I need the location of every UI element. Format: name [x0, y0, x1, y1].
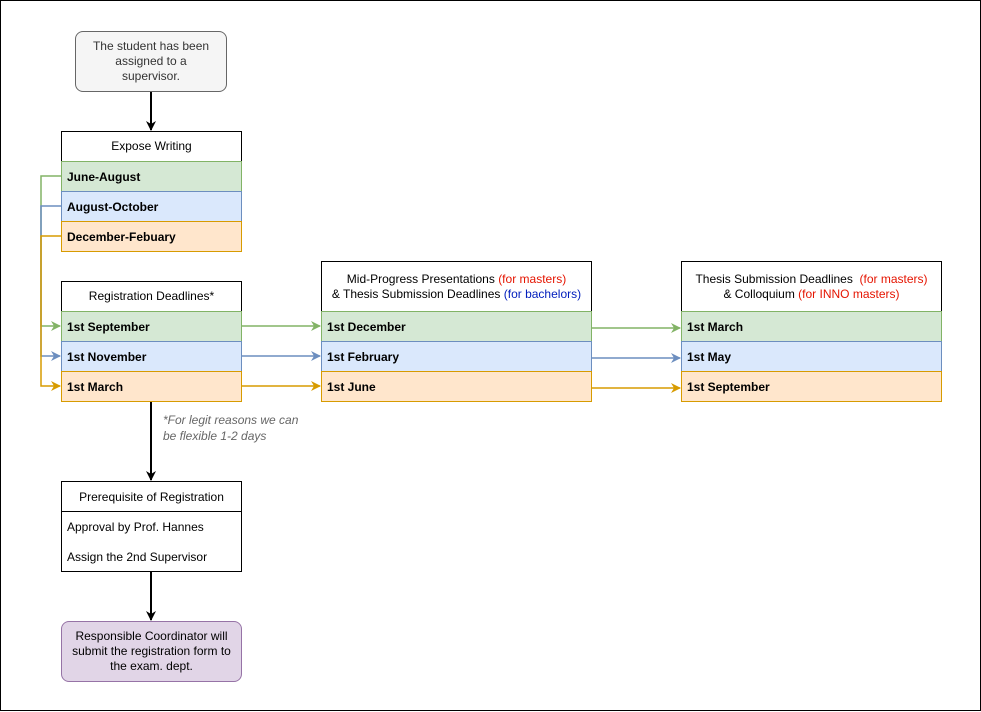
registration-row-march: 1st March — [61, 371, 242, 402]
midprogress-title-highlight: (for masters) — [498, 271, 567, 286]
start-node-text: The student has been assigned to a super… — [92, 39, 210, 83]
prereq-item-label: Approval by Prof. Hannes — [67, 520, 204, 534]
flexibility-note-line2: be flexible 1-2 days — [163, 429, 267, 443]
thesis-row-label: 1st May — [687, 349, 732, 364]
midprogress-title-line2: & Thesis Submission Deadlines (for bache… — [332, 287, 581, 302]
thesis-header: Thesis Submission Deadlines (for masters… — [681, 261, 942, 312]
expose-writing-title: Expose Writing — [111, 139, 192, 153]
start-node: The student has been assigned to a super… — [75, 31, 227, 92]
midprogress-row-label: 1st February — [327, 349, 400, 364]
midprogress-title2-highlight: (for bachelors) — [503, 286, 582, 301]
midprogress-row-june: 1st June — [321, 371, 592, 402]
thesis-title2-prefix: & Colloquium — [723, 286, 799, 301]
expose-row-label: December-Febuary — [67, 229, 176, 244]
midprogress-title-line1: Mid-Progress Presentations (for masters) — [347, 272, 566, 287]
expose-row-august-october: August-October — [61, 191, 242, 222]
expose-row-label: August-October — [67, 199, 159, 214]
flexibility-note: *For legit reasons we can be flexible 1-… — [163, 412, 298, 444]
midprogress-header: Mid-Progress Presentations (for masters)… — [321, 261, 592, 312]
coordinator-node: Responsible Coordinator will submit the … — [61, 621, 242, 682]
prereq-item-label: Assign the 2nd Supervisor — [67, 550, 208, 564]
flexibility-note-line1: *For legit reasons we can — [163, 413, 299, 427]
thesis-title-line1: Thesis Submission Deadlines (for masters… — [695, 272, 927, 287]
thesis-row-may: 1st May — [681, 341, 942, 372]
expose-row-label: June-August — [67, 169, 141, 184]
thesis-row-march: 1st March — [681, 311, 942, 342]
expose-row-december-febuary: December-Febuary — [61, 221, 242, 252]
midprogress-row-label: 1st December — [327, 319, 406, 334]
expose-row-june-august: June-August — [61, 161, 242, 192]
midprogress-title-prefix: Mid-Progress Presentations — [346, 271, 499, 286]
registration-row-label: 1st November — [67, 349, 147, 364]
prereq-header: Prerequisite of Registration — [62, 482, 241, 512]
registration-row-september: 1st September — [61, 311, 242, 342]
thesis-title-highlight: (for masters) — [859, 271, 928, 286]
midprogress-title2-prefix: & Thesis Submission Deadlines — [331, 286, 504, 301]
midprogress-row-label: 1st June — [327, 379, 376, 394]
coordinator-node-text: Responsible Coordinator will submit the … — [72, 629, 231, 673]
expose-writing-header: Expose Writing — [61, 131, 242, 162]
registration-row-label: 1st September — [67, 319, 150, 334]
registration-row-november: 1st November — [61, 341, 242, 372]
thesis-title-line2: & Colloquium (for INNO masters) — [723, 287, 899, 302]
registration-row-label: 1st March — [67, 379, 124, 394]
registration-deadlines-title: Registration Deadlines* — [88, 289, 215, 303]
midprogress-row-december: 1st December — [321, 311, 592, 342]
prereq-item-approval: Approval by Prof. Hannes — [62, 512, 241, 542]
prereq-item-second-supervisor: Assign the 2nd Supervisor — [62, 542, 241, 572]
arrow-blue-expose-to-registration — [40, 205, 62, 361]
arrow-green-expose-to-registration — [40, 175, 62, 331]
midprogress-row-february: 1st February — [321, 341, 592, 372]
prereq-container: Prerequisite of Registration Approval by… — [61, 481, 242, 572]
prereq-title: Prerequisite of Registration — [79, 489, 224, 504]
thesis-row-label: 1st March — [687, 319, 744, 334]
thesis-row-label: 1st September — [687, 379, 770, 394]
arrow-orange-expose-to-registration — [40, 235, 62, 391]
thesis-row-september: 1st September — [681, 371, 942, 402]
thesis-title-prefix: Thesis Submission Deadlines — [695, 271, 860, 286]
thesis-title2-highlight: (for INNO masters) — [798, 286, 900, 301]
registration-deadlines-header: Registration Deadlines* — [61, 281, 242, 312]
